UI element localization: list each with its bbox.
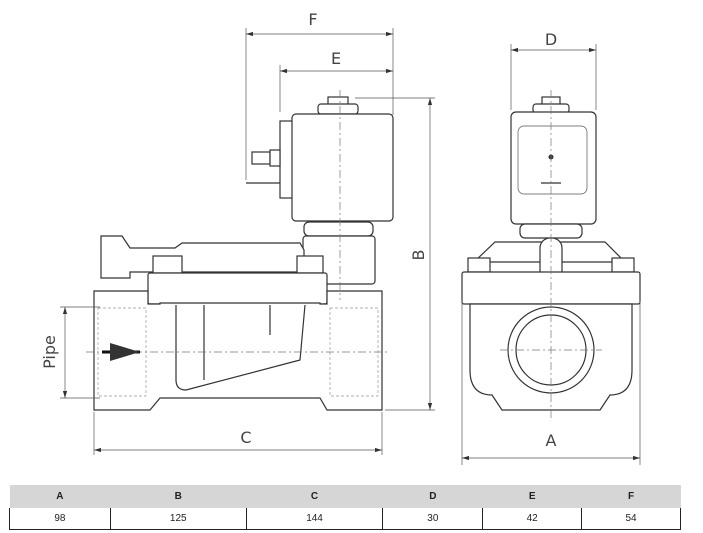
value-c: 144 xyxy=(245,508,383,530)
connector-base xyxy=(279,120,294,199)
terminal-clip xyxy=(269,149,281,167)
value-e: 42 xyxy=(482,508,582,530)
bolt-head xyxy=(296,255,324,274)
table-row: 98 125 144 30 42 54 xyxy=(9,508,681,530)
label-a: A xyxy=(546,431,557,450)
valve-body xyxy=(93,290,383,411)
valve-technical-drawing: F E Pipe C xyxy=(40,10,641,465)
front-view: D A xyxy=(461,30,641,465)
label-b: B xyxy=(409,250,428,261)
label-f: F xyxy=(308,10,317,29)
value-b: 125 xyxy=(109,508,247,530)
coil-nut xyxy=(303,221,374,237)
value-a: 98 xyxy=(9,508,111,530)
label-c: C xyxy=(240,428,251,447)
header-b: B xyxy=(110,485,247,508)
top-nut xyxy=(317,103,359,115)
manual-override xyxy=(100,235,305,279)
terminal xyxy=(251,151,271,165)
label-pipe: Pipe xyxy=(40,335,59,369)
value-d: 30 xyxy=(382,508,483,530)
dimensions-table: A B C D E F 98 125 144 30 42 54 xyxy=(9,485,681,530)
cover-plate xyxy=(147,272,328,305)
coil xyxy=(291,113,394,222)
header-f: F xyxy=(581,485,681,508)
label-d: D xyxy=(545,30,557,49)
header-e: E xyxy=(482,485,582,508)
side-view: F E Pipe C xyxy=(40,10,435,455)
header-c: C xyxy=(246,485,383,508)
table-header-row: A B C D E F xyxy=(9,485,681,508)
coil xyxy=(510,111,597,225)
header-a: A xyxy=(9,485,111,508)
label-e: E xyxy=(331,49,341,68)
bolt-head xyxy=(152,255,183,274)
value-f: 54 xyxy=(581,508,681,530)
header-d: D xyxy=(382,485,483,508)
